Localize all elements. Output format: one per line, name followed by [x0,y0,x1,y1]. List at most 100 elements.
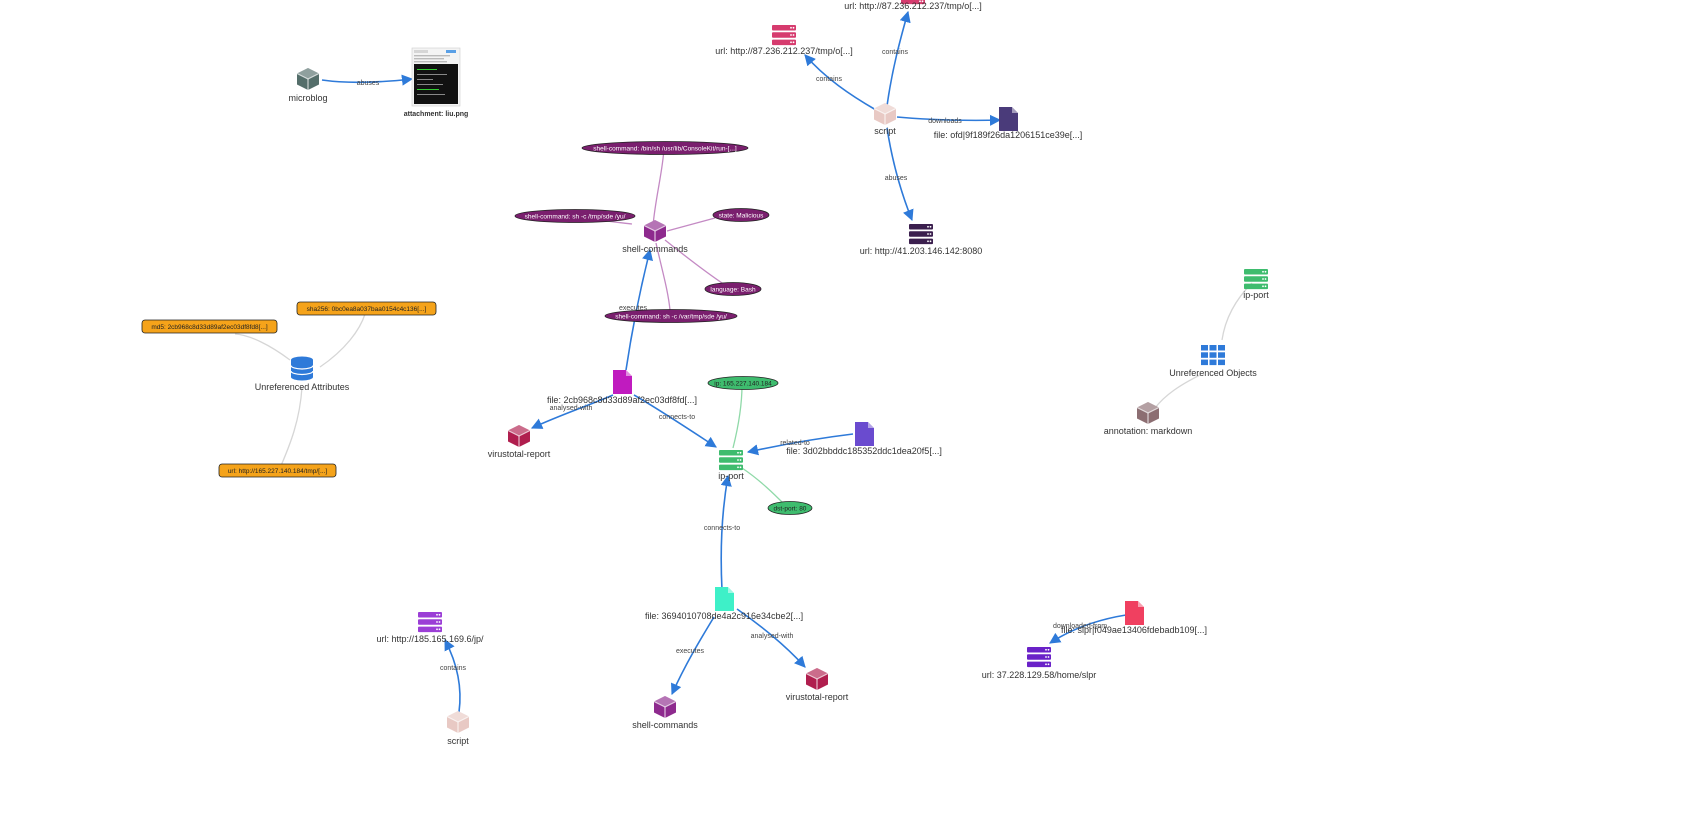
attr-md5[interactable]: md5: 2cb968c8d33d89af2ec03df8fd8[...] [141,319,278,334]
nodes: microblog attachment: liu.png [255,0,1269,746]
node-script-bottom[interactable]: script [446,710,470,746]
edge-label-abuses-script: abuses [885,175,908,182]
edge-abuses-script[interactable] [886,127,914,222]
node-url-41[interactable]: url: http://41.203.146.142:8080 [860,224,983,256]
node-annotation-markdown[interactable]: annotation: markdown [1104,401,1193,436]
svg-text:virustotal-report: virustotal-report [488,449,551,459]
edge-executes-main[interactable] [625,248,653,371]
edge-abuses-microblog[interactable] [321,74,414,86]
attr-sc-tmp[interactable]: shell-command: sh -c /tmp/sde /yu/ [514,209,636,223]
attribute-pills: shell-command: /bin/sh /usr/lib/ConsoleK… [141,141,813,515]
node-file-slpr[interactable]: file: slpr|f049ae13406fdebadb109[...] [1061,601,1207,635]
node-shell-commands-main[interactable]: shell-commands [622,219,688,254]
node-file-369[interactable]: file: 3694010708de4a2c916e34cbe2[...] [645,587,803,621]
edge-label-executes-main: executes [619,305,648,312]
svg-text:dst-port: 80: dst-port: 80 [774,506,807,513]
file-icon [613,370,632,394]
edge-label-connects-to-bottom: connects-to [704,525,740,532]
grid-icon [1201,345,1225,366]
attr-link-language [664,239,726,286]
node-virustotal-left[interactable]: virustotal-report [488,424,551,459]
node-file-3d0[interactable]: file: 3d02bbddc185352ddc1dea20f5[...] [786,422,942,456]
edge-label-contains-top-left: contains [816,76,843,83]
edge-contains-top-right[interactable] [886,10,911,107]
attr-sha256[interactable]: sha256: 0bc0ea8a037baa0154c4c136[...] [296,301,437,316]
edge-downloads[interactable] [896,114,1002,126]
node-ip-port-right[interactable]: ip-port [1243,269,1269,300]
server-icon [418,612,442,633]
edge-label-downloads: downloads [928,118,962,125]
svg-text:ip-port: ip-port [718,471,744,481]
attr-link-state [666,217,716,232]
edge-label-related-to: related-to [780,440,810,447]
attr-link-url-165 [279,386,303,469]
server-icon [1244,269,1268,290]
node-url-37[interactable]: url: 37.228.129.58/home/slpr [982,647,1097,680]
node-microblog[interactable]: microblog [288,67,328,103]
attribute-links [234,147,1253,506]
svg-text:Unreferenced Objects: Unreferenced Objects [1169,368,1257,378]
edge-label-downloaded-from: downloaded-from [1053,623,1107,630]
svg-text:virustotal-report: virustotal-report [786,692,849,702]
edge-executes-bottom[interactable] [671,616,715,696]
edge-connects-to-bottom[interactable] [720,474,732,591]
svg-text:url: http://87.236.212.237/tmp: url: http://87.236.212.237/tmp/o[...] [715,46,853,56]
node-file-2cb[interactable]: file: 2cb968c8d33d89af2ec03df8fd[...] [547,370,697,405]
edge-downloaded-from[interactable] [1049,614,1127,644]
attr-language[interactable]: language: Bash [704,282,762,296]
node-attachment[interactable]: attachment: liu.png [404,47,469,118]
node-unref-objects[interactable]: Unreferenced Objects [1169,345,1257,378]
svg-text:shell-command: sh -c /tmp/sde: shell-command: sh -c /tmp/sde /yu/ [525,214,626,221]
attr-sc-consolekit[interactable]: shell-command: /bin/sh /usr/lib/ConsoleK… [581,141,749,155]
svg-text:url: http://41.203.146.142:808: url: http://41.203.146.142:8080 [860,246,983,256]
file-icon [1125,601,1144,625]
cube-icon [1136,401,1160,425]
file-icon [715,587,734,611]
edge-label-abuses-microblog: abuses [357,80,380,87]
attr-sc-vartmp[interactable]: shell-command: sh -c /var/tmp/sde /yu/ [604,309,738,323]
svg-text:microblog: microblog [288,93,327,103]
attr-link-sc-vartmp [655,242,671,311]
link-unref-annotation [1154,374,1201,409]
edge-label-contains-top-right: contains [882,49,909,56]
attr-link-ip [732,384,743,449]
svg-text:file: slpr|f049ae13406fdebadb1: file: slpr|f049ae13406fdebadb109[...] [1061,625,1207,635]
edge-analysed-with-bottom[interactable] [736,608,806,668]
svg-text:file: 3694010708de4a2c916e34cb: file: 3694010708de4a2c916e34cbe2[...] [645,611,803,621]
server-icon [1027,647,1051,668]
node-url-top-left[interactable]: url: http://87.236.212.237/tmp/o[...] [715,25,853,56]
svg-text:shell-command: sh -c /var/tmp/: shell-command: sh -c /var/tmp/sde /yu/ [615,314,727,321]
server-icon [909,224,933,245]
attr-state[interactable]: state: Malicious [712,208,770,222]
attr-dst-port[interactable]: dst-port: 80 [767,501,813,515]
node-script-top[interactable]: script [873,102,897,136]
node-url-185[interactable]: url: http://185.165.169.6/jp/ [376,612,484,644]
node-file-ofd[interactable]: file: ofd|9f189f26da1206151ce39e[...] [934,107,1082,140]
svg-text:url: http://185.165.169.6/jp/: url: http://185.165.169.6/jp/ [376,634,484,644]
attr-link-consolekit [652,147,665,227]
node-ip-port-center[interactable]: ip-port [718,450,744,481]
svg-text:script: script [447,736,469,746]
edge-contains-top-left[interactable] [804,54,877,111]
attr-link-md5 [234,333,291,361]
edge-contains-bottom[interactable] [444,639,461,713]
edge-connects-to-top[interactable] [633,394,717,448]
node-unref-attrs[interactable]: Unreferenced Attributes [255,355,350,393]
node-shell-commands-bottom[interactable]: shell-commands [632,695,698,730]
attr-url-165[interactable]: url: http://165.227.140.184/tmp/[...] [218,463,337,478]
edge-analysed-with-left[interactable] [530,394,614,429]
edge-related-to[interactable] [746,433,854,456]
node-virustotal-bottom[interactable]: virustotal-report [786,667,849,702]
svg-text:shell-commands: shell-commands [632,720,698,730]
cube-icon [653,695,677,719]
image-thumbnail [411,47,461,107]
svg-text:url: http://87.236.212.237/tmp: url: http://87.236.212.237/tmp/o[...] [844,1,982,11]
attr-ip[interactable]: ip: 165.227.140.184 [707,376,779,390]
node-url-top-right[interactable]: url: http://87.236.212.237/tmp/o[...] [844,0,982,11]
svg-text:shell-commands: shell-commands [622,244,688,254]
svg-text:Unreferenced Attributes: Unreferenced Attributes [255,382,350,392]
relationship-edges [321,10,1127,713]
svg-text:url: http://165.227.140.184/tm: url: http://165.227.140.184/tmp/[...] [228,468,328,475]
cube-icon [507,424,531,448]
